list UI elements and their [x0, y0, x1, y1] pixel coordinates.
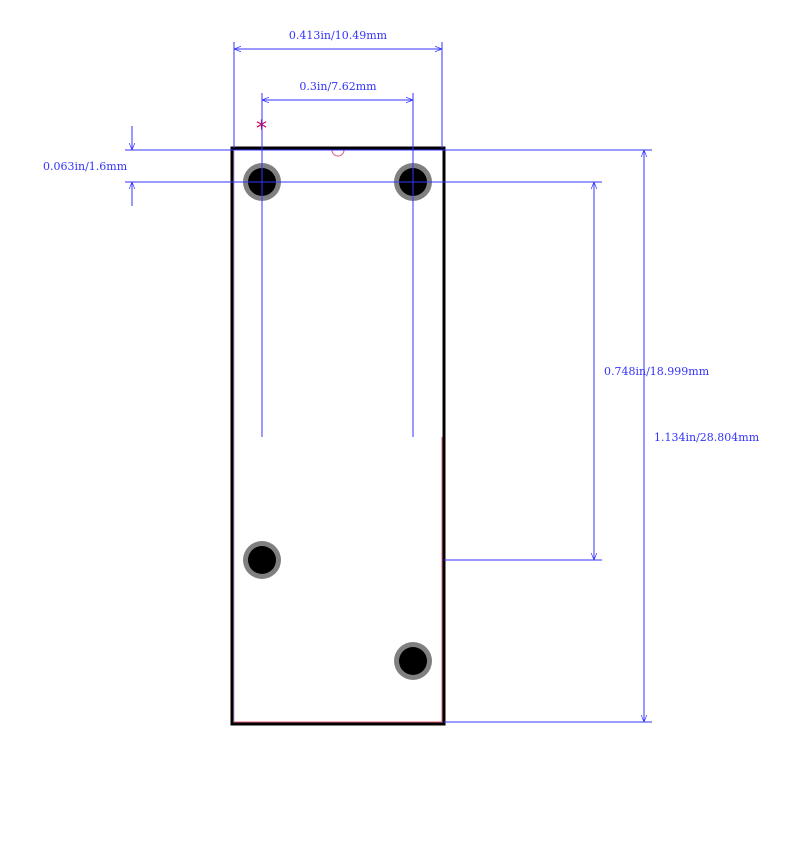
- dim-pin-row-distance: 0.748in/18.999mm: [604, 365, 710, 378]
- pin1-notch: [331, 149, 345, 157]
- dimension-lines: [125, 42, 652, 723]
- pad-3: [243, 541, 281, 579]
- dim-overall-height: 1.134in/28.804mm: [654, 431, 760, 444]
- pad-4: [394, 642, 432, 680]
- dim-overall-width: 0.413in/10.49mm: [289, 29, 388, 42]
- dim-top-offset: 0.063in/1.6mm: [43, 160, 128, 173]
- component-outline: [230, 146, 446, 726]
- dim-pin-pitch: 0.3in/7.62mm: [299, 80, 377, 93]
